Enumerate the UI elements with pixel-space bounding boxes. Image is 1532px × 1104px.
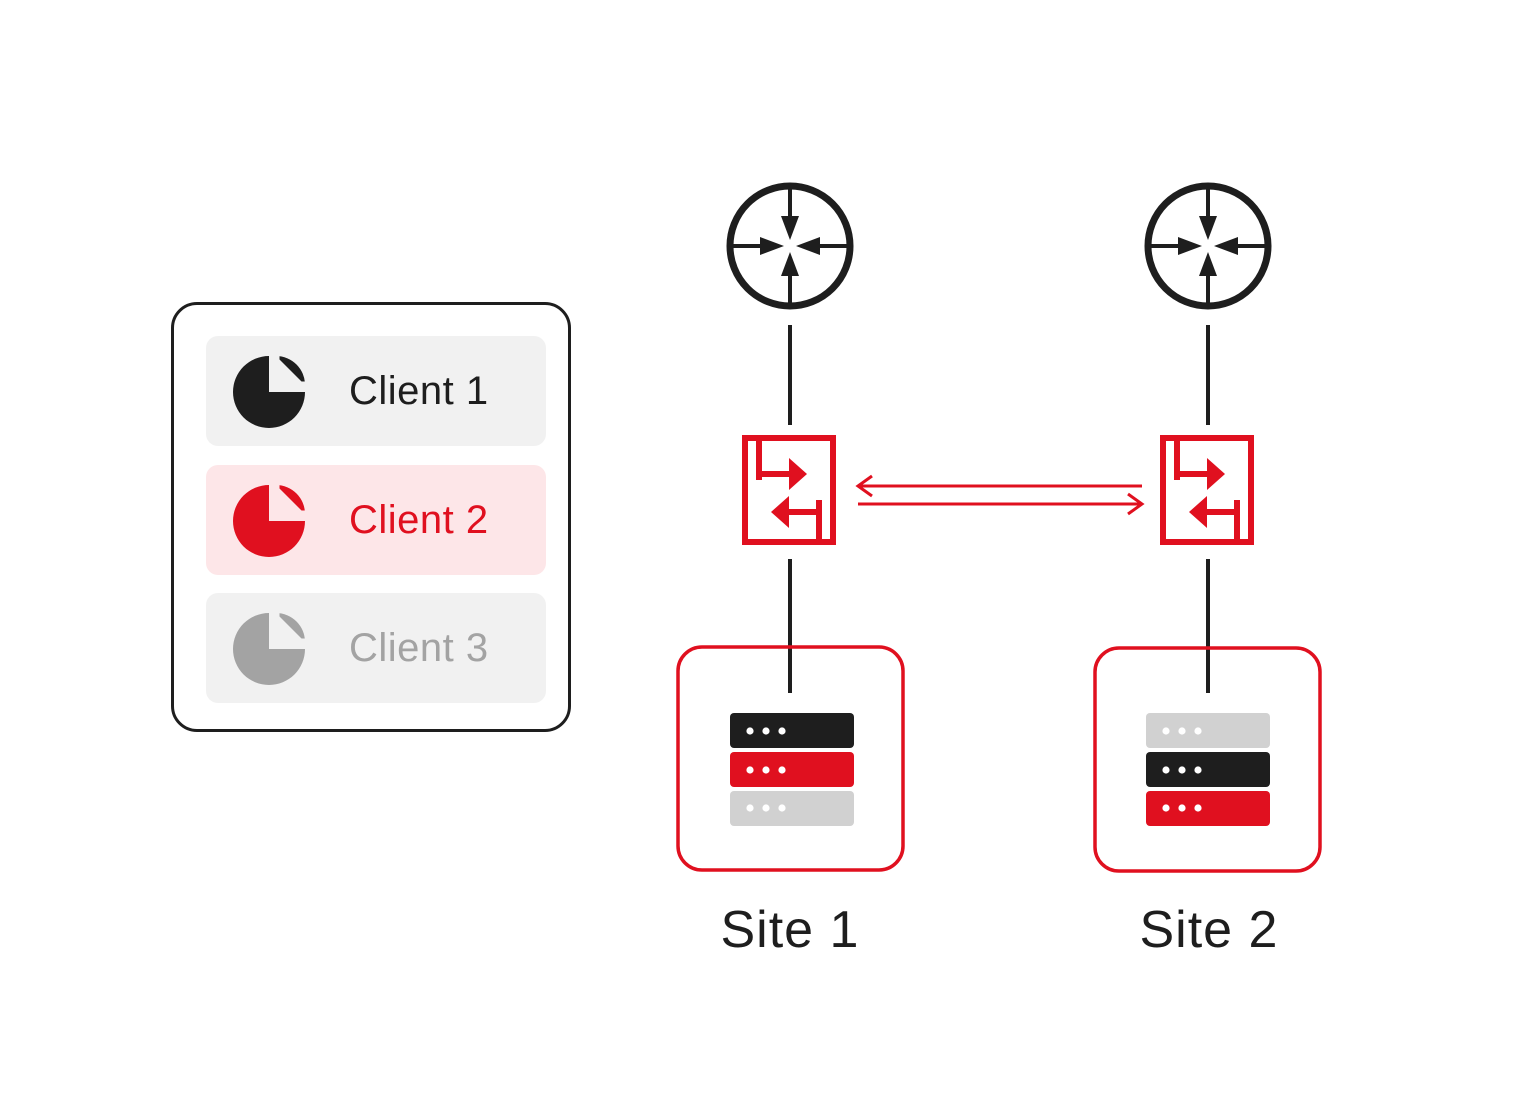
- client-label: Client 3: [349, 626, 489, 670]
- switch-icon: [1163, 438, 1251, 542]
- router-icon: [730, 186, 850, 306]
- server-stack-icon: [1146, 713, 1270, 826]
- server-container: [676, 645, 905, 872]
- pie-chart-icon: [233, 613, 305, 685]
- router-icon: [1148, 186, 1268, 306]
- pie-chart-icon: [233, 356, 305, 428]
- site-label-2: Site 2: [1139, 901, 1279, 959]
- server-container: [1093, 646, 1322, 873]
- client-label: Client 1: [349, 369, 489, 413]
- client-label: Client 2: [349, 498, 489, 542]
- client-item-3[interactable]: Client 3: [206, 593, 546, 703]
- server-stack-icon: [730, 713, 854, 826]
- client-list-panel: Client 1 Client 2 Client 3: [171, 302, 571, 732]
- client-item-2[interactable]: Client 2: [206, 465, 546, 575]
- bidirectional-arrow-icon: [855, 474, 1145, 516]
- switch-icon: [745, 438, 833, 542]
- pie-chart-icon: [233, 485, 305, 557]
- client-item-1[interactable]: Client 1: [206, 336, 546, 446]
- site-label-1: Site 1: [720, 901, 860, 959]
